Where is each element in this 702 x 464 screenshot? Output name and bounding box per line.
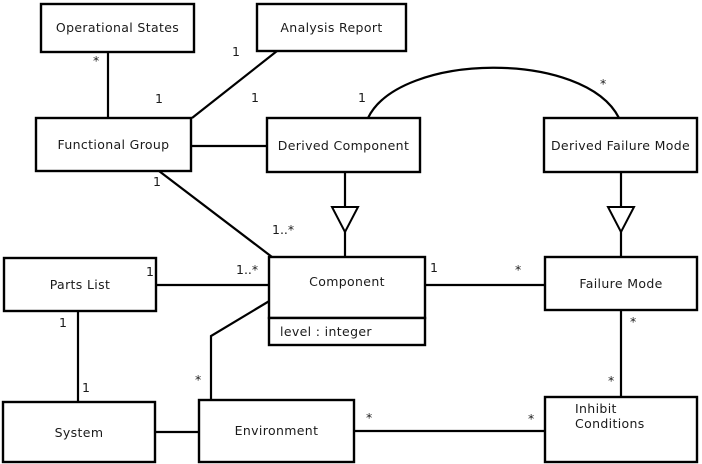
- multiplicity-partslist-1: 1: [146, 264, 154, 279]
- class-box-derived-component[interactable]: [265, 116, 422, 174]
- edge-functionalgroup-component[interactable]: [158, 170, 273, 258]
- class-attribute-component-level: level : integer: [280, 324, 372, 339]
- class-box-failure-mode[interactable]: [543, 255, 699, 312]
- multiplicity-system-1: 1: [82, 380, 90, 395]
- edge-analysisreport-functionalgroup[interactable]: [191, 50, 278, 119]
- multiplicity-inhibit-top-star: *: [608, 373, 615, 388]
- class-box-environment[interactable]: [197, 398, 356, 464]
- multiplicity-partslist-system-1: 1: [59, 315, 67, 330]
- generalization-triangle-failure-mode: [606, 206, 636, 235]
- multiplicity-derivedcomponent-arc-1: 1: [358, 90, 366, 105]
- multiplicity-component-diagonal-1star: 1..*: [272, 222, 295, 237]
- class-box-component[interactable]: [267, 255, 427, 320]
- multiplicity-derivedfailuremode-star: *: [600, 76, 607, 91]
- class-box-inhibit-conditions[interactable]: [543, 395, 699, 464]
- multiplicity-component-right-1: 1: [430, 260, 438, 275]
- multiplicity-functionalgroup-top-1: 1: [155, 91, 163, 106]
- multiplicity-inhibit-left-star: *: [528, 411, 535, 426]
- multiplicity-component-left-1star: 1..*: [236, 262, 259, 277]
- multiplicity-failuremode-left-star: *: [515, 262, 522, 277]
- edge-component-environment[interactable]: [209, 299, 272, 400]
- multiplicity-opstates-star: *: [93, 53, 100, 68]
- multiplicity-functionalgroup-bottom-1: 1: [153, 174, 161, 189]
- multiplicity-failuremode-bottom-star: *: [630, 314, 637, 329]
- class-box-derived-failure-mode[interactable]: [542, 116, 699, 174]
- class-box-system[interactable]: [1, 400, 157, 464]
- multiplicity-analysisreport-1: 1: [232, 44, 240, 59]
- class-box-functional-group[interactable]: [34, 116, 193, 173]
- class-box-parts-list[interactable]: [2, 256, 158, 313]
- multiplicity-derivedcomponent-left-1: 1: [251, 90, 259, 105]
- generalization-triangle-component: [330, 206, 360, 235]
- edge-derivedcomponent-derivedfailuremode-arc[interactable]: [367, 66, 620, 119]
- class-box-analysis-report[interactable]: [255, 2, 408, 53]
- class-box-component-attributes[interactable]: [267, 316, 427, 347]
- multiplicity-environment-star: *: [195, 372, 202, 387]
- class-box-operational-states[interactable]: [39, 2, 196, 54]
- multiplicity-environment-right-star: *: [366, 410, 373, 425]
